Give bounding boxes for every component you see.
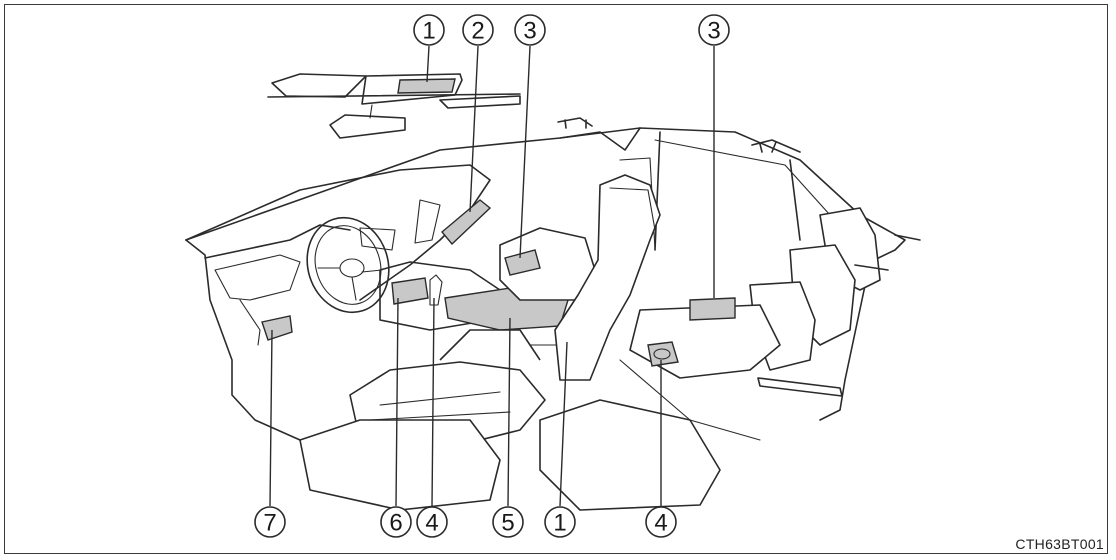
lower-dash-pocket — [261, 315, 293, 341]
rear-cupholder — [647, 341, 679, 367]
callout-label: 3 — [523, 18, 536, 45]
callout-1-top: 1 — [413, 14, 445, 46]
callout-7-bottom: 7 — [254, 506, 286, 538]
steering-wheel — [306, 216, 390, 314]
callout-1-bottom: 1 — [544, 506, 576, 538]
front-seats — [299, 174, 661, 511]
figure-frame — [4, 4, 1108, 554]
callout-2-top: 2 — [462, 14, 494, 46]
callout-5-bottom: 5 — [492, 506, 524, 538]
seatback-pocket — [504, 249, 541, 276]
callout-label: 3 — [707, 18, 720, 45]
callout-label: 2 — [471, 18, 484, 45]
front-console-tray — [391, 277, 429, 305]
callout-label: 4 — [425, 510, 438, 537]
callout-label: 4 — [654, 510, 667, 537]
callout-label: 6 — [389, 510, 402, 537]
callout-3-top-right: 3 — [698, 14, 730, 46]
callout-label: 1 — [422, 18, 435, 45]
callout-label: 5 — [501, 510, 514, 537]
leader-lines — [269, 45, 715, 507]
callout-4-bottom-left: 4 — [416, 506, 448, 538]
overhead-console-tray — [397, 78, 456, 94]
callout-6-bottom: 6 — [380, 506, 412, 538]
rear-seats — [539, 207, 921, 511]
rear-armrest-tray — [689, 297, 736, 321]
callout-3-top-left: 3 — [514, 14, 546, 46]
sun-visors — [267, 73, 521, 139]
diagram-code: CTH63BT001 — [1015, 536, 1104, 552]
callout-label: 7 — [263, 510, 276, 537]
glovebox-upper-tray — [441, 199, 492, 246]
callout-label: 1 — [553, 510, 566, 537]
callout-4-bottom-right: 4 — [645, 506, 677, 538]
